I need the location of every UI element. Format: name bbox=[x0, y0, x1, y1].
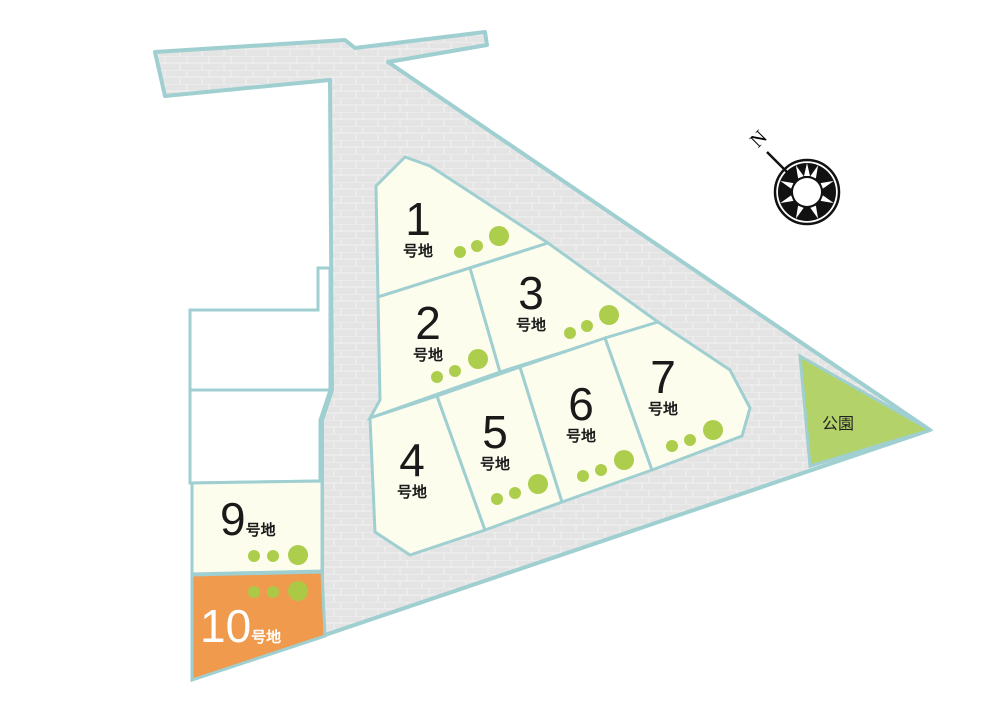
lot-10[interactable] bbox=[190, 570, 327, 683]
lot-suffix: 号地 bbox=[245, 522, 276, 539]
lot-number: 4 bbox=[399, 434, 425, 486]
lot-10-label: 10 号地 bbox=[200, 603, 281, 649]
compass-icon bbox=[766, 151, 841, 226]
lot-number: 1 bbox=[405, 193, 431, 245]
lot-suffix: 号地 bbox=[516, 317, 547, 334]
lot-4[interactable] bbox=[368, 394, 487, 557]
neighbor-plot bbox=[188, 266, 332, 392]
neighbor-plot bbox=[188, 388, 333, 485]
lot-number: 7 bbox=[650, 351, 676, 403]
lot-7-label: 7 号地 bbox=[648, 354, 678, 419]
lot-6-label: 6 号地 bbox=[566, 381, 596, 446]
park bbox=[798, 353, 934, 468]
lot-suffix: 号地 bbox=[566, 428, 597, 445]
lot-number: 10 bbox=[200, 600, 252, 652]
lot-number: 3 bbox=[518, 267, 544, 319]
lot-3-label: 3 号地 bbox=[516, 270, 546, 335]
lot-4-label: 4 号地 bbox=[397, 437, 427, 502]
lot-suffix: 号地 bbox=[397, 484, 428, 501]
lot-suffix: 号地 bbox=[648, 401, 679, 418]
lot-2[interactable] bbox=[366, 266, 502, 421]
lot-number: 6 bbox=[568, 378, 594, 430]
lot-number: 5 bbox=[482, 406, 508, 458]
lot-suffix: 号地 bbox=[251, 629, 282, 646]
lot-number: 9 bbox=[220, 493, 246, 545]
lot-9-label: 9 号地 bbox=[220, 496, 276, 542]
lot-1-label: 1 号地 bbox=[403, 196, 433, 261]
lot-5-label: 5 号地 bbox=[480, 409, 510, 474]
tree-icons bbox=[248, 226, 723, 601]
lot-suffix: 号地 bbox=[413, 347, 444, 364]
lot-suffix: 号地 bbox=[480, 456, 511, 473]
lot-2-label: 2 号地 bbox=[413, 300, 443, 365]
park-label: 公園 bbox=[822, 416, 855, 433]
lot-number: 2 bbox=[415, 297, 441, 349]
lot-suffix: 号地 bbox=[403, 243, 434, 260]
